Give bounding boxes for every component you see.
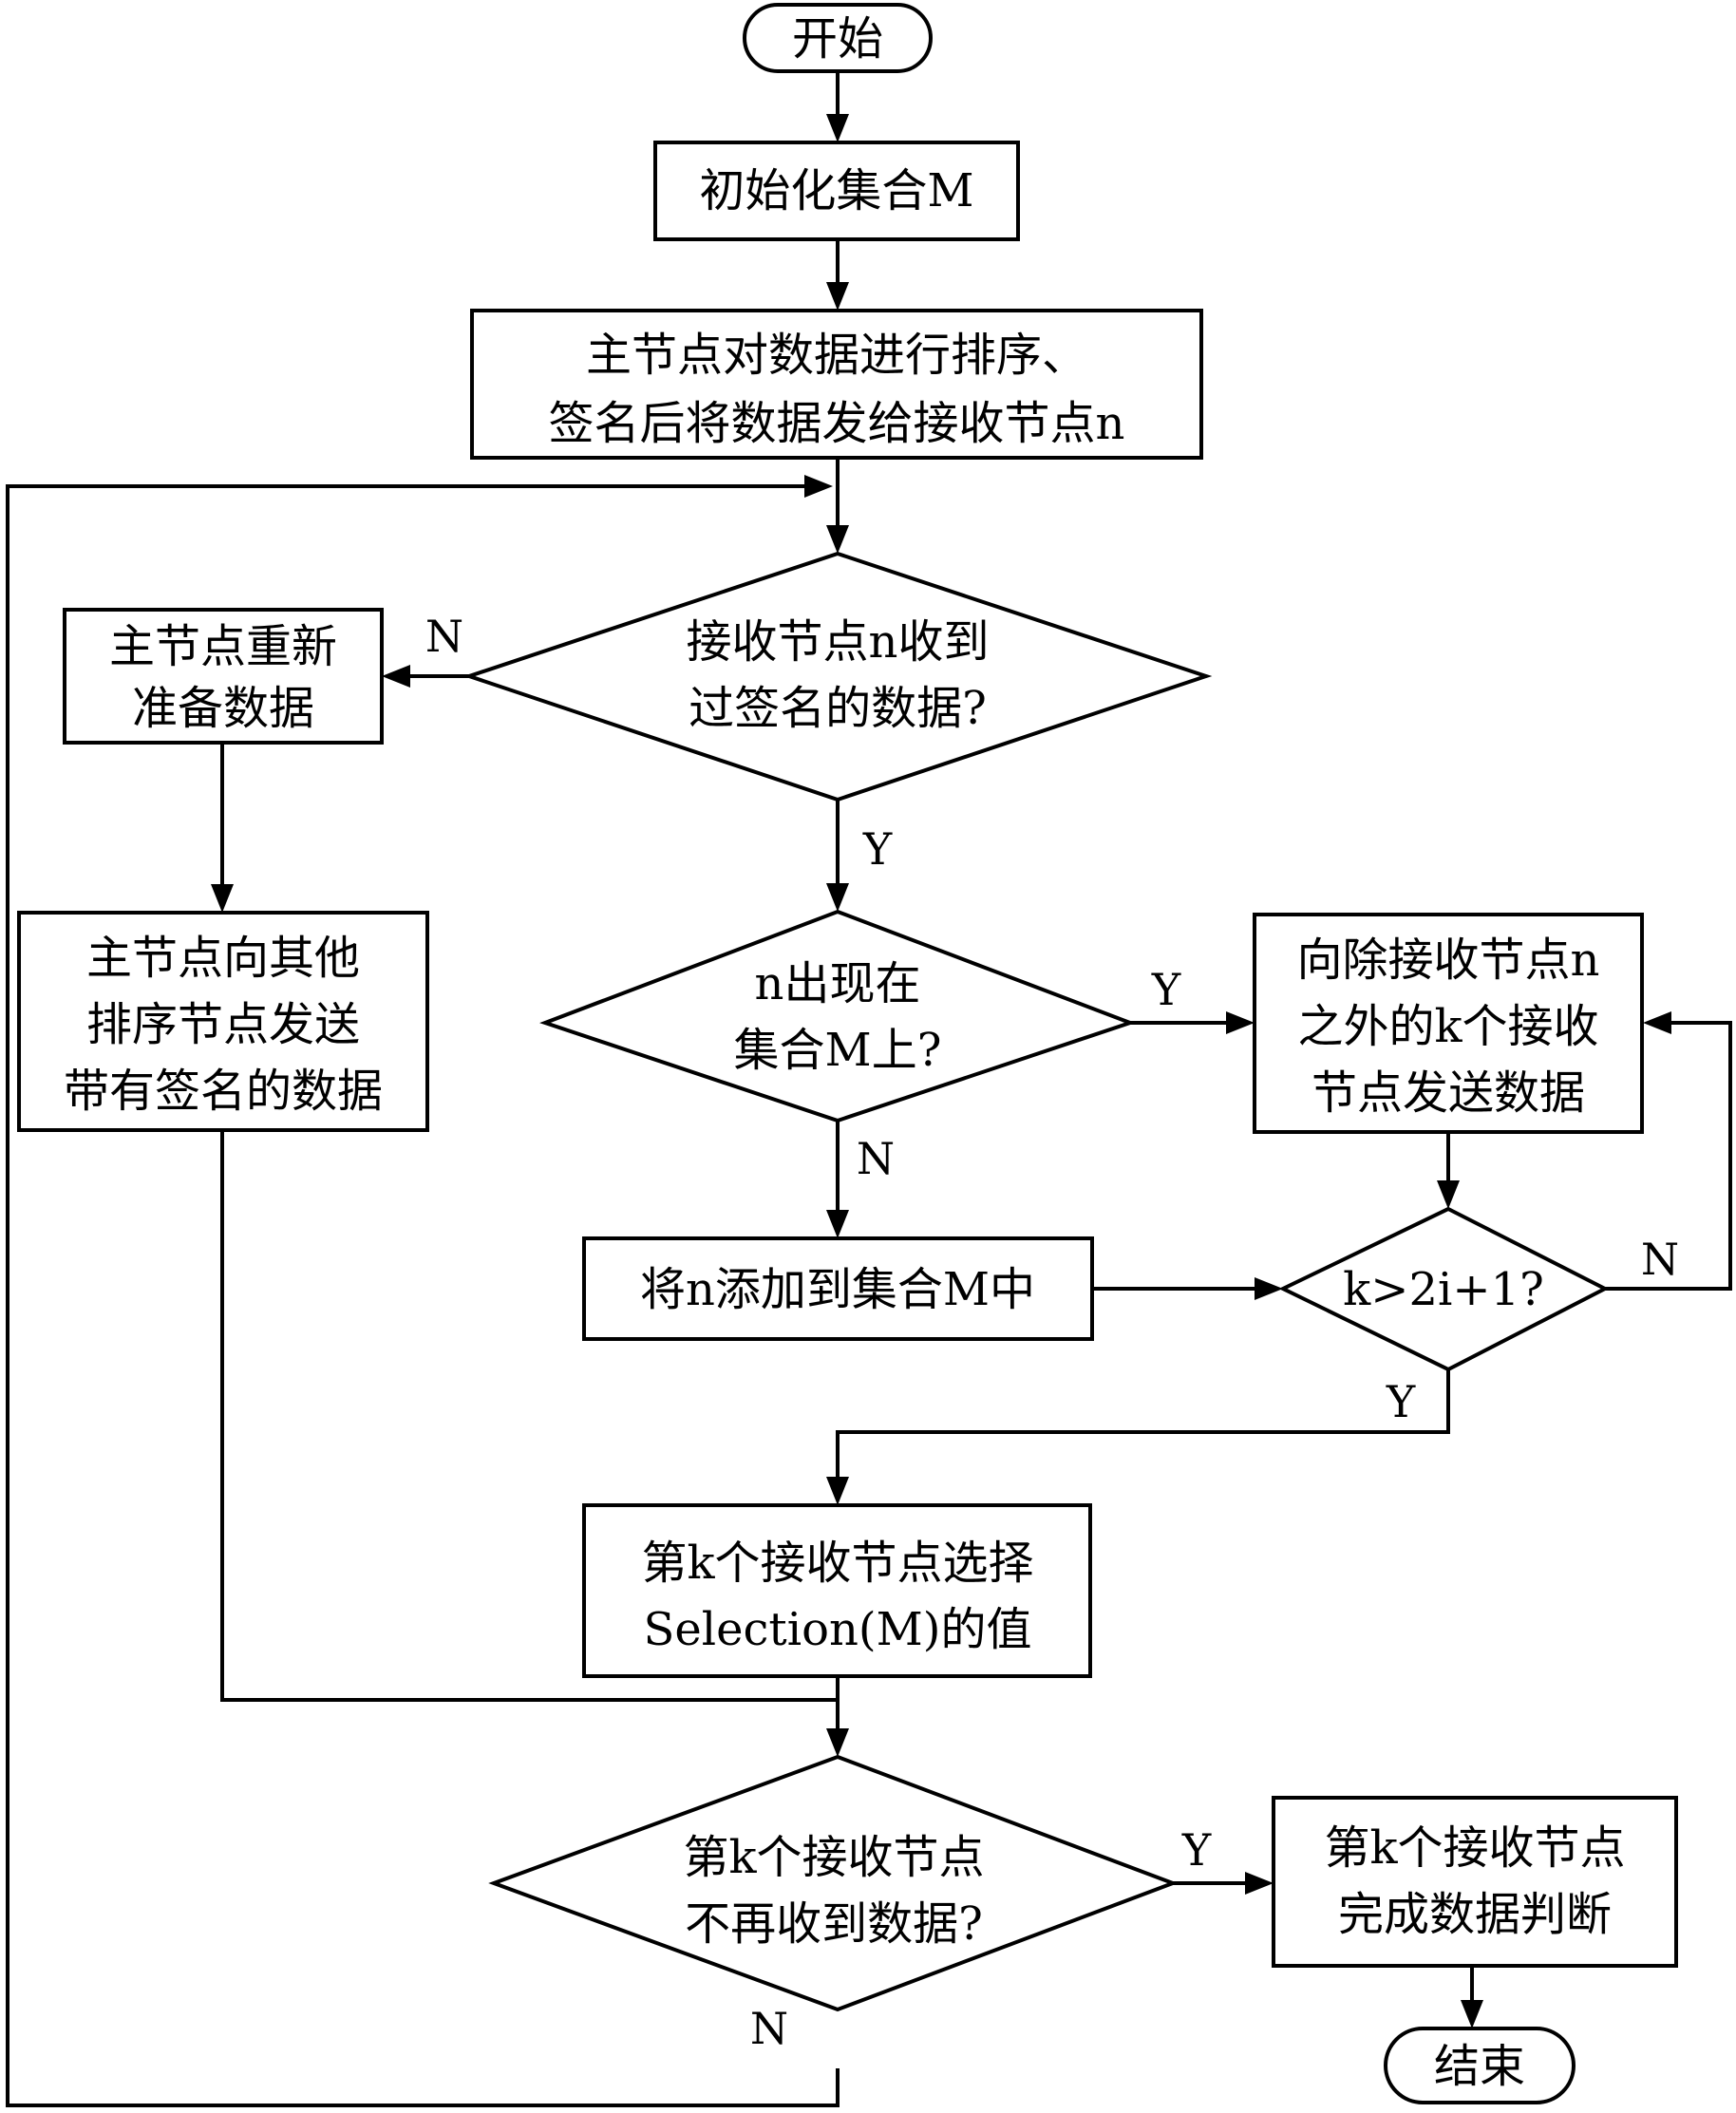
arrowhead [826, 282, 849, 311]
arrowhead [826, 1210, 849, 1238]
check-received-label-line1: 接收节点n收到 [687, 615, 990, 669]
arrowhead [826, 883, 849, 912]
send-k-label-line2: 之外的k个接收 [1297, 1000, 1598, 1053]
arrowhead [1461, 2000, 1483, 2028]
judge-label-line2: 完成数据判断 [1338, 1888, 1612, 1941]
broadcast-label-line3: 带有签名的数据 [64, 1065, 383, 1118]
arrowhead [1437, 1180, 1460, 1209]
edge-label-k-check-no: N [1641, 1234, 1679, 1285]
no-more-label-line1: 第k个接收节点 [683, 1831, 984, 1884]
no-more-label-line2: 不再收到数据? [685, 1897, 983, 1951]
node-texts: 开始 初始化集合M 主节点对数据进行排序、 签名后将数据发给接收节点n 接收节点… [64, 12, 1626, 2093]
add-n-label: 将n添加到集合M中 [640, 1263, 1035, 1316]
init-box [653, 141, 1020, 241]
add-n-box [582, 1236, 1094, 1341]
broadcast-label-line2: 排序节点发送 [86, 998, 360, 1051]
no-more-decision [488, 1754, 1179, 2012]
edge-label-in-set-yes: Y [1151, 964, 1181, 1015]
check-received-decision [462, 551, 1213, 802]
arrowhead [1226, 1011, 1255, 1034]
edge-label-check-received-no: N [425, 611, 463, 662]
in-set-label-line1: n出现在 [755, 957, 921, 1010]
edge-label-check-received-yes: Y [862, 823, 893, 875]
send-k-box [1253, 913, 1644, 1134]
arrowhead [382, 665, 410, 688]
k-check-decision [1278, 1206, 1610, 1372]
end-label: 结束 [1434, 2040, 1525, 2093]
sort-sign-label-line1: 主节点对数据进行排序、 [586, 329, 1087, 382]
broadcast-label-line1: 主节点向其他 [86, 932, 360, 985]
sort-sign-box [470, 309, 1203, 460]
connectors [6, 71, 1732, 2107]
init-label: 初始化集合M [699, 164, 973, 217]
edge-label-no-more-no: N [750, 2003, 788, 2054]
reprepare-label-line1: 主节点重新 [109, 620, 337, 673]
arrowhead [1245, 1872, 1274, 1895]
select-box [582, 1503, 1092, 1678]
arrowhead [804, 475, 833, 498]
arrowhead [826, 114, 849, 142]
start-label: 开始 [792, 12, 883, 66]
broadcast-box [17, 911, 429, 1132]
arrowhead [826, 525, 849, 554]
connector-loop-back [6, 484, 840, 2107]
k-check-label: k>2i+1? [1343, 1263, 1544, 1316]
send-k-label-line3: 节点发送数据 [1311, 1066, 1585, 1120]
select-label-line2: Selection(M)的值 [644, 1603, 1032, 1656]
arrowhead [1255, 1277, 1283, 1300]
arrowhead [1643, 1011, 1671, 1034]
in-set-label-line2: 集合M上? [734, 1024, 942, 1077]
edge-labels: N Y Y N N Y Y N [425, 611, 1679, 2054]
send-k-label-line1: 向除接收节点n [1297, 934, 1600, 987]
select-label-line1: 第k个接收节点选择 [641, 1537, 1033, 1590]
edge-label-no-more-yes: Y [1181, 1824, 1212, 1876]
check-received-label-line2: 过签名的数据? [689, 682, 987, 735]
reprepare-label-line2: 准备数据 [132, 682, 314, 735]
judge-box [1272, 1796, 1678, 1968]
judge-label-line1: 第k个接收节点 [1324, 1821, 1625, 1875]
edge-label-in-set-no: N [857, 1133, 895, 1184]
edge-label-k-check-yes: Y [1386, 1376, 1416, 1427]
in-set-decision [539, 909, 1136, 1123]
connector-kcheck-select [836, 1369, 1450, 1481]
start-terminal [743, 3, 933, 73]
arrowhead [826, 1728, 849, 1757]
connector-kcheck-sendk [1605, 1021, 1732, 1291]
arrowhead [211, 884, 234, 913]
sort-sign-label-line2: 签名后将数据发给接收节点n [549, 397, 1125, 450]
end-terminal [1384, 2027, 1576, 2104]
connector-broadcast-merge [220, 1130, 838, 1702]
reprepare-box [63, 608, 384, 745]
arrowhead [826, 1477, 849, 1505]
shapes [17, 3, 1678, 2104]
